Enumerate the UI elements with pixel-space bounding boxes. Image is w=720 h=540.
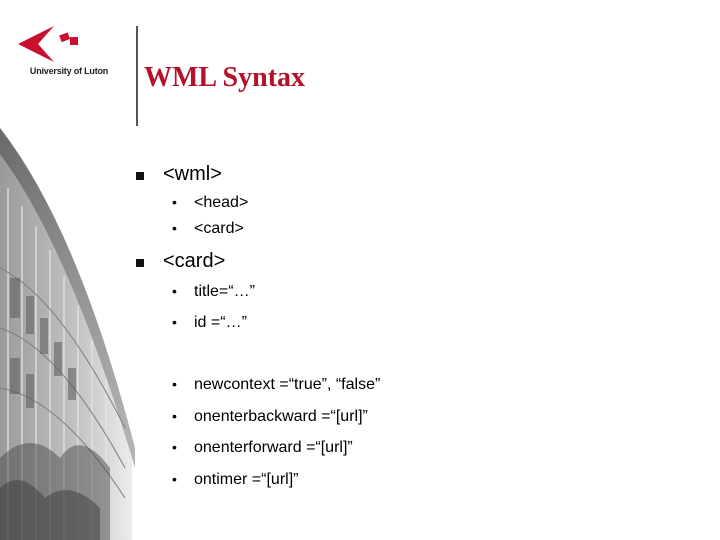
sub-list-item-label: <card> <box>194 220 244 237</box>
sub-list-item-label: <head> <box>194 194 249 211</box>
sub-list-item-label: newcontext =“true”, “false” <box>194 376 381 393</box>
square-bullet-icon <box>136 172 144 180</box>
round-bullet-icon: • <box>172 408 177 424</box>
square-bullet-icon <box>136 259 144 267</box>
round-bullet-icon: • <box>172 471 177 487</box>
list-item-label: <card> <box>163 250 226 272</box>
logo-chevron-icon <box>18 26 78 62</box>
header-divider <box>136 26 138 126</box>
round-bullet-icon: • <box>172 314 177 330</box>
sub-list-item-label: title=“…” <box>194 283 255 300</box>
sub-list-item-label: id =“…” <box>194 314 247 331</box>
logo-text: University of Luton <box>29 66 109 76</box>
sub-list-item-label: onenterforward =“[url]” <box>194 439 353 456</box>
sub-list-item-label: ontimer =“[url]” <box>194 471 299 488</box>
building-image <box>0 128 135 540</box>
round-bullet-icon: • <box>172 283 177 299</box>
list-item-label: <wml> <box>163 163 222 185</box>
round-bullet-icon: • <box>172 194 177 210</box>
round-bullet-icon: • <box>172 376 177 392</box>
round-bullet-icon: • <box>172 220 177 236</box>
sub-list-item-label: onenterbackward =“[url]” <box>194 408 368 425</box>
round-bullet-icon: • <box>172 439 177 455</box>
university-logo: University of Luton <box>8 24 128 84</box>
page-title: WML Syntax <box>144 62 306 93</box>
